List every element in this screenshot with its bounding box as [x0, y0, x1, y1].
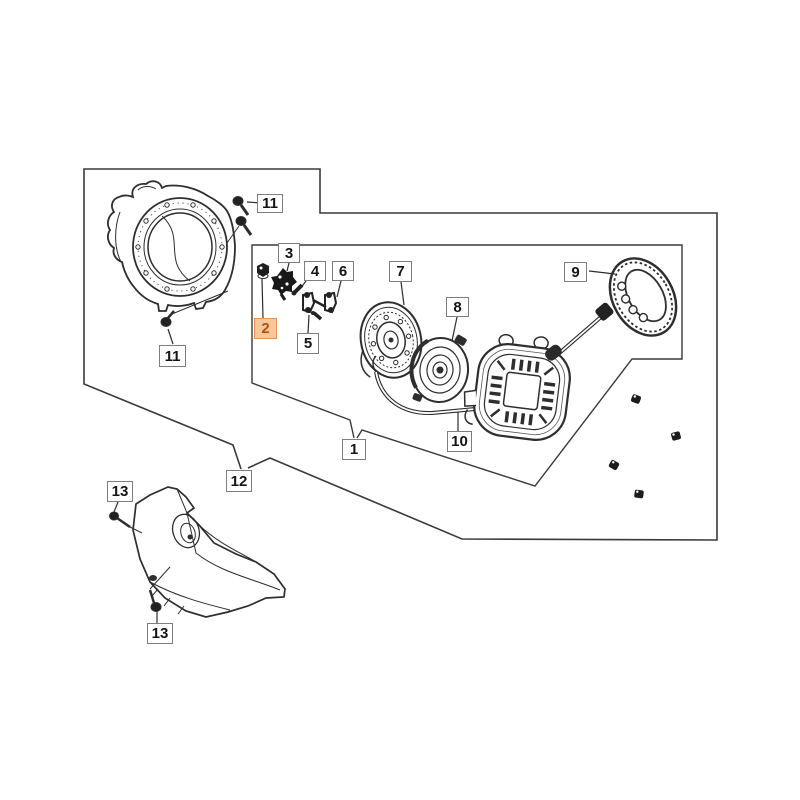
part-label-13-bottom[interactable]: 13: [147, 623, 173, 644]
part-label-2-highlighted[interactable]: 2: [254, 318, 277, 339]
clip-fasteners: [608, 394, 681, 499]
part-label-7[interactable]: 7: [389, 261, 412, 282]
part-label-1[interactable]: 1: [342, 439, 366, 460]
part-label-11-bottom[interactable]: 11: [159, 345, 186, 367]
part-label-12[interactable]: 12: [226, 470, 252, 492]
starter-rope: [372, 355, 487, 416]
inner-panel-border: [251, 244, 683, 487]
part-label-11-top[interactable]: 11: [257, 194, 283, 213]
rope-pulley-part-7: [359, 301, 423, 379]
handle-rope: [545, 302, 614, 361]
screw-13-top: [109, 511, 143, 534]
part-label-8[interactable]: 8: [446, 297, 469, 317]
fan-cover-drawing: [107, 180, 236, 312]
starter-pawl-part-3: [271, 268, 297, 301]
part-label-13-top[interactable]: 13: [107, 481, 133, 502]
screw-part-4: [291, 283, 304, 296]
part-label-6[interactable]: 6: [332, 261, 354, 281]
part-label-4[interactable]: 4: [304, 261, 326, 281]
part-label-9[interactable]: 9: [564, 262, 587, 282]
screw-13-bottom: [148, 566, 171, 612]
outer-border: [83, 168, 718, 541]
bolt-11-top: [226, 196, 253, 244]
baffle-plate-drawing: [132, 486, 286, 618]
part-label-5[interactable]: 5: [297, 333, 319, 354]
part-label-3[interactable]: 3: [278, 243, 300, 263]
starter-handle-part-9: [608, 257, 678, 337]
pawl-guide-parts-5-6: [302, 291, 338, 321]
recoil-spring-part-8: [409, 334, 470, 403]
part-label-10[interactable]: 10: [447, 431, 472, 452]
starter-housing-drawing: [463, 333, 571, 441]
bolt-11-bottom: [160, 290, 229, 327]
nut-part-2: [257, 263, 269, 279]
